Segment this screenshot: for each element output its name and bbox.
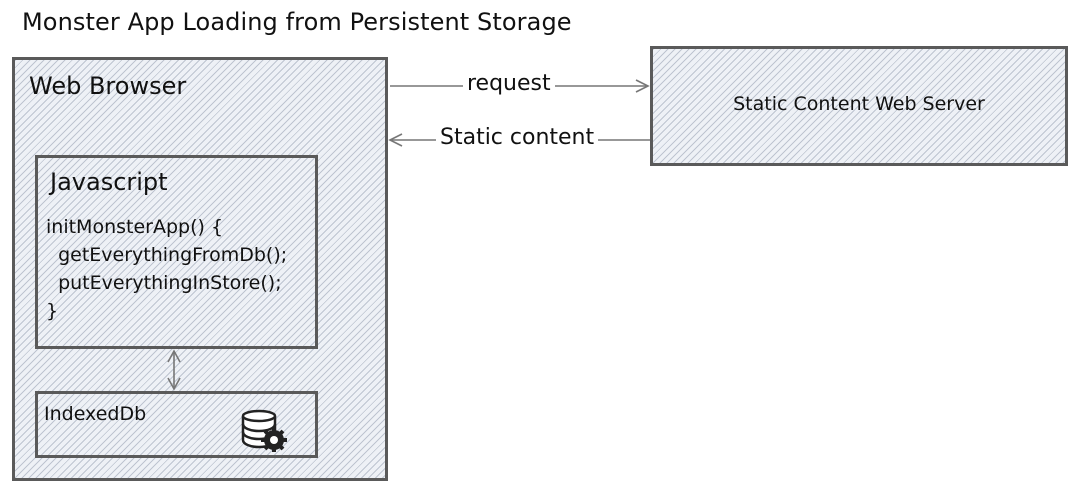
indexeddb-label: IndexedDb (44, 403, 147, 425)
web-browser-label: Web Browser (29, 72, 187, 100)
static-server-box: Static Content Web Server (650, 46, 1068, 166)
javascript-label: Javascript (50, 168, 168, 196)
javascript-box: Javascript initMonsterApp() { getEveryth… (35, 155, 318, 349)
javascript-code: initMonsterApp() { getEverythingFromDb()… (46, 216, 288, 322)
diagram-title: Monster App Loading from Persistent Stor… (22, 8, 572, 36)
database-gear-icon (241, 409, 287, 452)
response-arrowhead (388, 133, 403, 147)
static-content-label: Static content (436, 125, 599, 150)
request-label: request (463, 71, 555, 96)
js-db-arrowhead-down (167, 377, 181, 391)
request-arrowhead (635, 79, 650, 93)
indexeddb-box: IndexedDb (35, 391, 318, 458)
js-db-arrowhead-up (167, 349, 181, 363)
static-server-label: Static Content Web Server (733, 93, 985, 115)
